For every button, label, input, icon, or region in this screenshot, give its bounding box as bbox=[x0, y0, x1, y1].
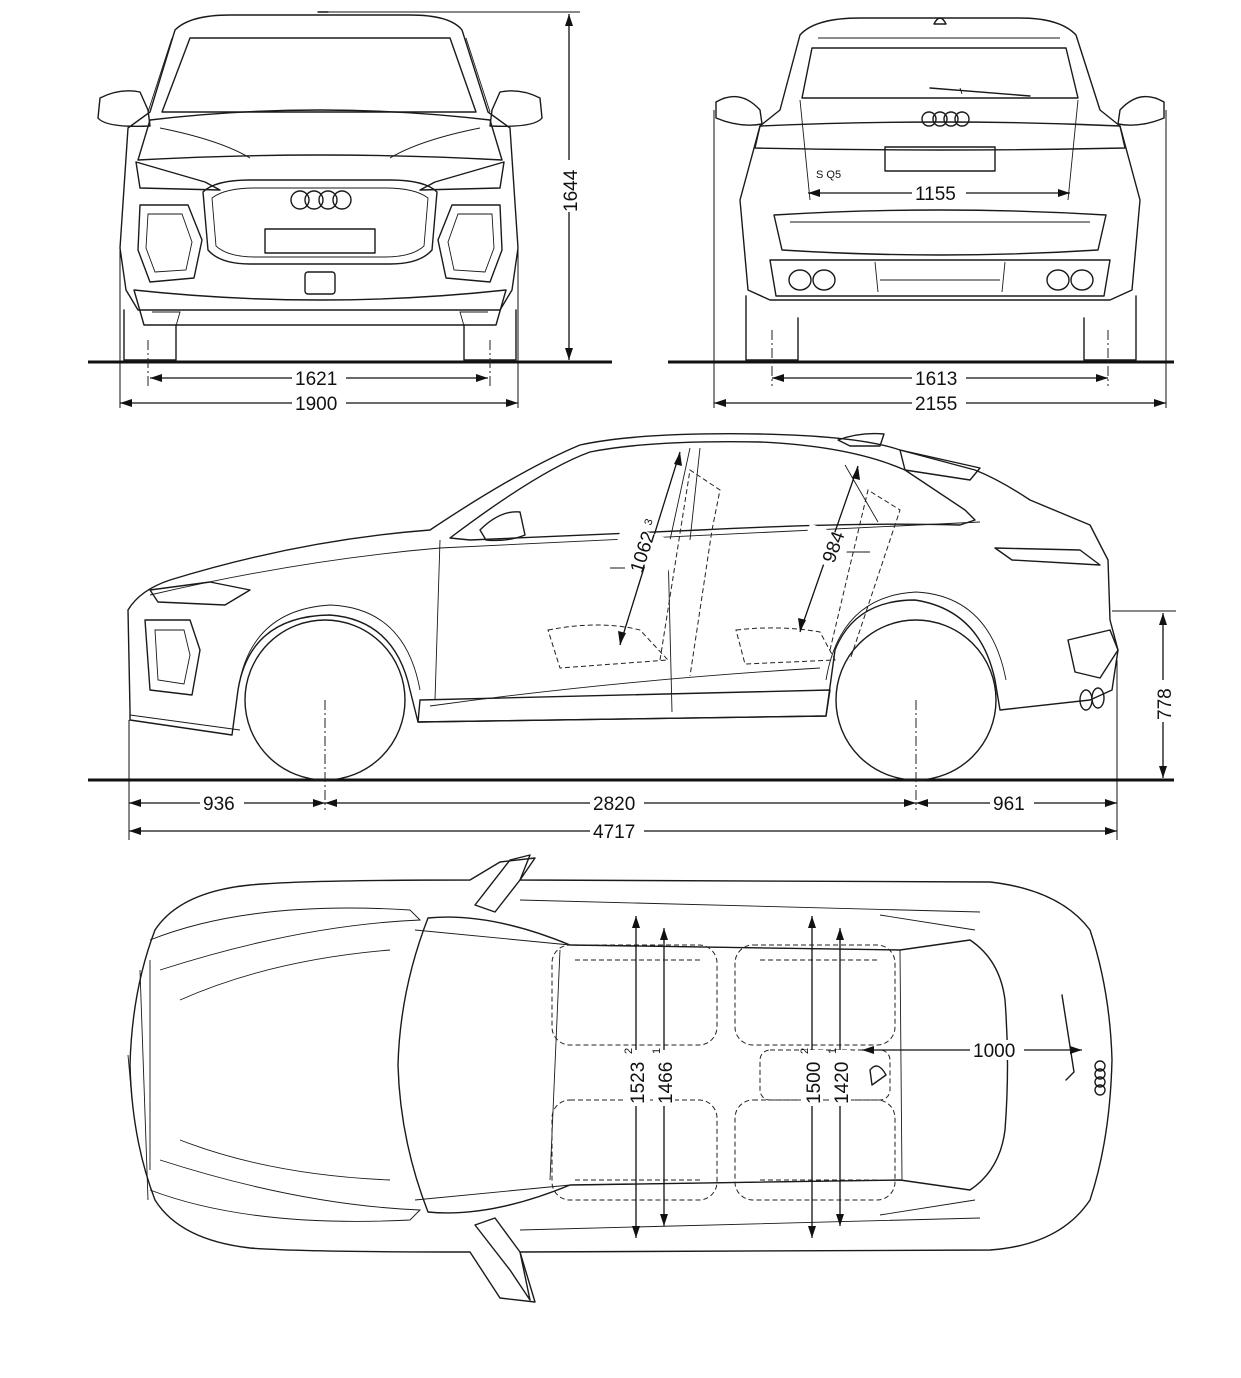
mirror-icon bbox=[715, 95, 763, 126]
front-overhang-label: 936 bbox=[203, 794, 235, 815]
front-elbow-note: 1 bbox=[651, 1048, 663, 1054]
front-elbow-label: 1466 bbox=[656, 1062, 677, 1104]
luggage-length-label: 1000 bbox=[973, 1041, 1015, 1062]
side-dimensions: 1062 3 984 778 936 2820 961 bbox=[128, 451, 1176, 843]
rear-elbow-label: 1420 bbox=[832, 1062, 853, 1104]
front-width-label: 1900 bbox=[295, 394, 337, 415]
exhaust-icon bbox=[1079, 687, 1105, 711]
top-dimensions: 1523 2 1466 1 1500 2 1420 1 1000 bbox=[623, 916, 1082, 1238]
side-view bbox=[88, 432, 1174, 810]
mirror-icon bbox=[474, 854, 531, 913]
rear-elbow-note: 1 bbox=[827, 1048, 839, 1054]
rear-shoulder-note: 2 bbox=[799, 1048, 811, 1054]
wiper-icon bbox=[1061, 994, 1075, 1081]
wiper-icon bbox=[929, 87, 1031, 97]
loading-sill-label: 778 bbox=[1155, 688, 1176, 720]
mirror-icon bbox=[479, 511, 526, 542]
front-headroom-note: 3 bbox=[642, 517, 655, 527]
front-shoulder-note: 2 bbox=[623, 1048, 635, 1054]
audi-rings-icon bbox=[921, 111, 970, 127]
front-dimensions: 1644 1621 1900 bbox=[119, 11, 582, 415]
audi-rings-icon bbox=[290, 190, 352, 210]
rear-width-label: 2155 bbox=[915, 394, 957, 415]
front-shoulder-label: 1523 bbox=[628, 1062, 649, 1104]
audi-rings-icon bbox=[1094, 1060, 1106, 1096]
front-height-label: 1644 bbox=[561, 169, 582, 212]
rear-shoulder-label: 1500 bbox=[804, 1062, 825, 1104]
exhaust-icon bbox=[788, 269, 1094, 291]
top-view bbox=[127, 854, 1113, 1303]
seat-icon bbox=[547, 469, 901, 677]
rear-overhang-label: 961 bbox=[993, 794, 1025, 815]
front-view bbox=[88, 11, 612, 388]
mirror-icon bbox=[97, 90, 151, 128]
length-label: 4717 bbox=[593, 822, 635, 843]
rear-view: S Q5 bbox=[668, 17, 1174, 386]
tailgate-opening-label: 1155 bbox=[915, 184, 956, 205]
front-track-label: 1621 bbox=[295, 369, 337, 390]
wheelbase-label: 2820 bbox=[593, 794, 635, 815]
rear-dimensions: 1155 1613 2155 bbox=[713, 110, 1167, 415]
rear-track-label: 1613 bbox=[915, 369, 957, 390]
rear-badge: S Q5 bbox=[816, 169, 841, 181]
